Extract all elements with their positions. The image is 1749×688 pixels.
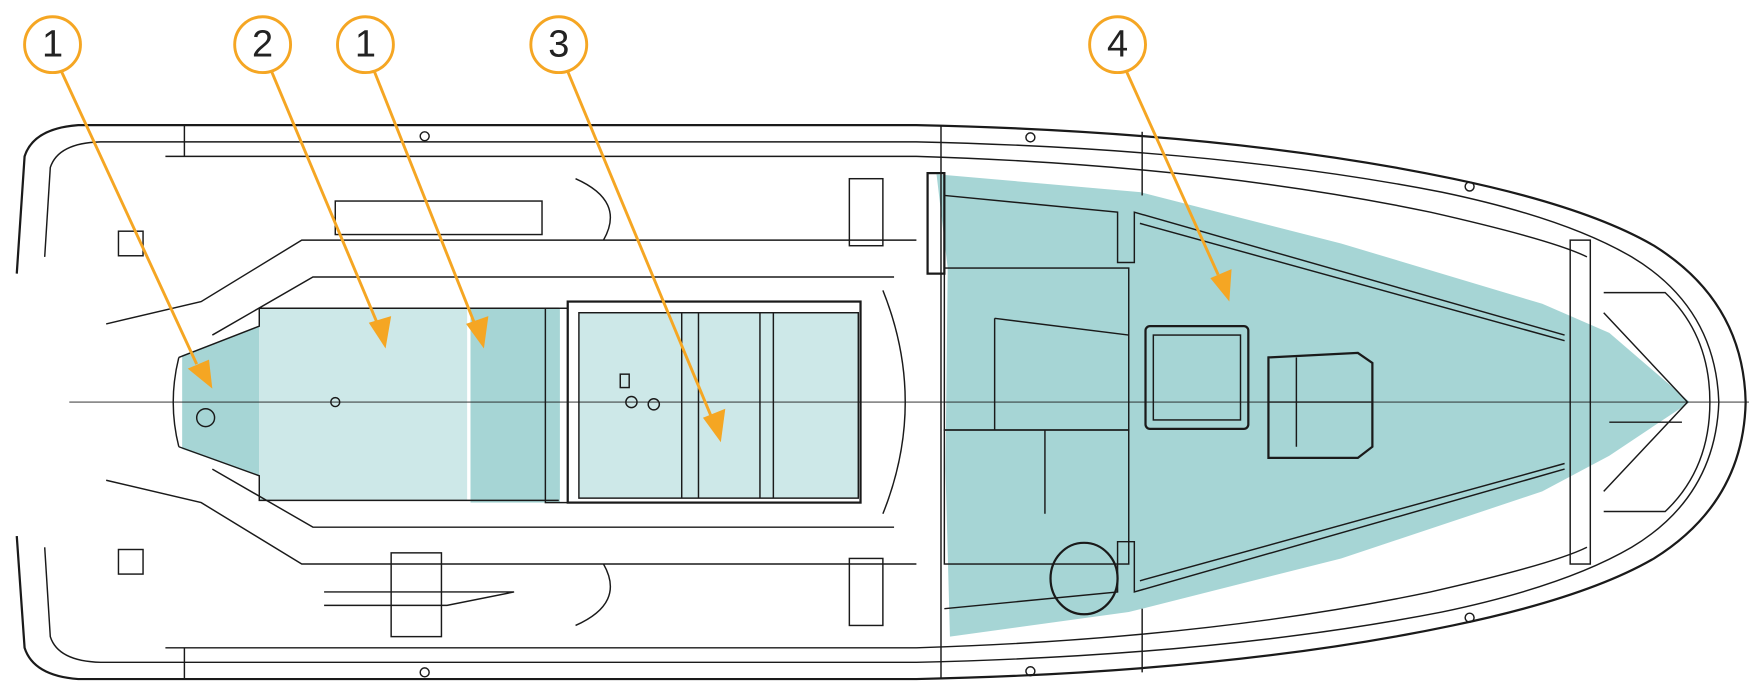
deck-fittings	[419, 131, 1475, 678]
hull-outline	[15, 123, 1749, 681]
cooler-box	[544, 300, 862, 504]
callout-label: 1	[355, 24, 376, 66]
callout-label: 3	[548, 24, 569, 66]
cooler-zone-3	[578, 312, 859, 499]
callout-label: 2	[252, 24, 273, 66]
cockpit-zone-2	[259, 308, 468, 501]
callout-2: 2	[233, 15, 392, 349]
callout-1-aft: 1	[23, 15, 213, 389]
callout-label: 4	[1107, 24, 1128, 66]
console-structure	[926, 172, 1711, 616]
callout-4: 4	[1088, 15, 1232, 302]
callout-1-mid: 1	[336, 15, 489, 349]
callout-label: 1	[42, 24, 63, 66]
cockpit-structure	[106, 177, 917, 638]
bow-zone-4	[936, 174, 1690, 637]
aft-zone-1	[182, 326, 260, 476]
callout-3: 3	[529, 15, 726, 443]
